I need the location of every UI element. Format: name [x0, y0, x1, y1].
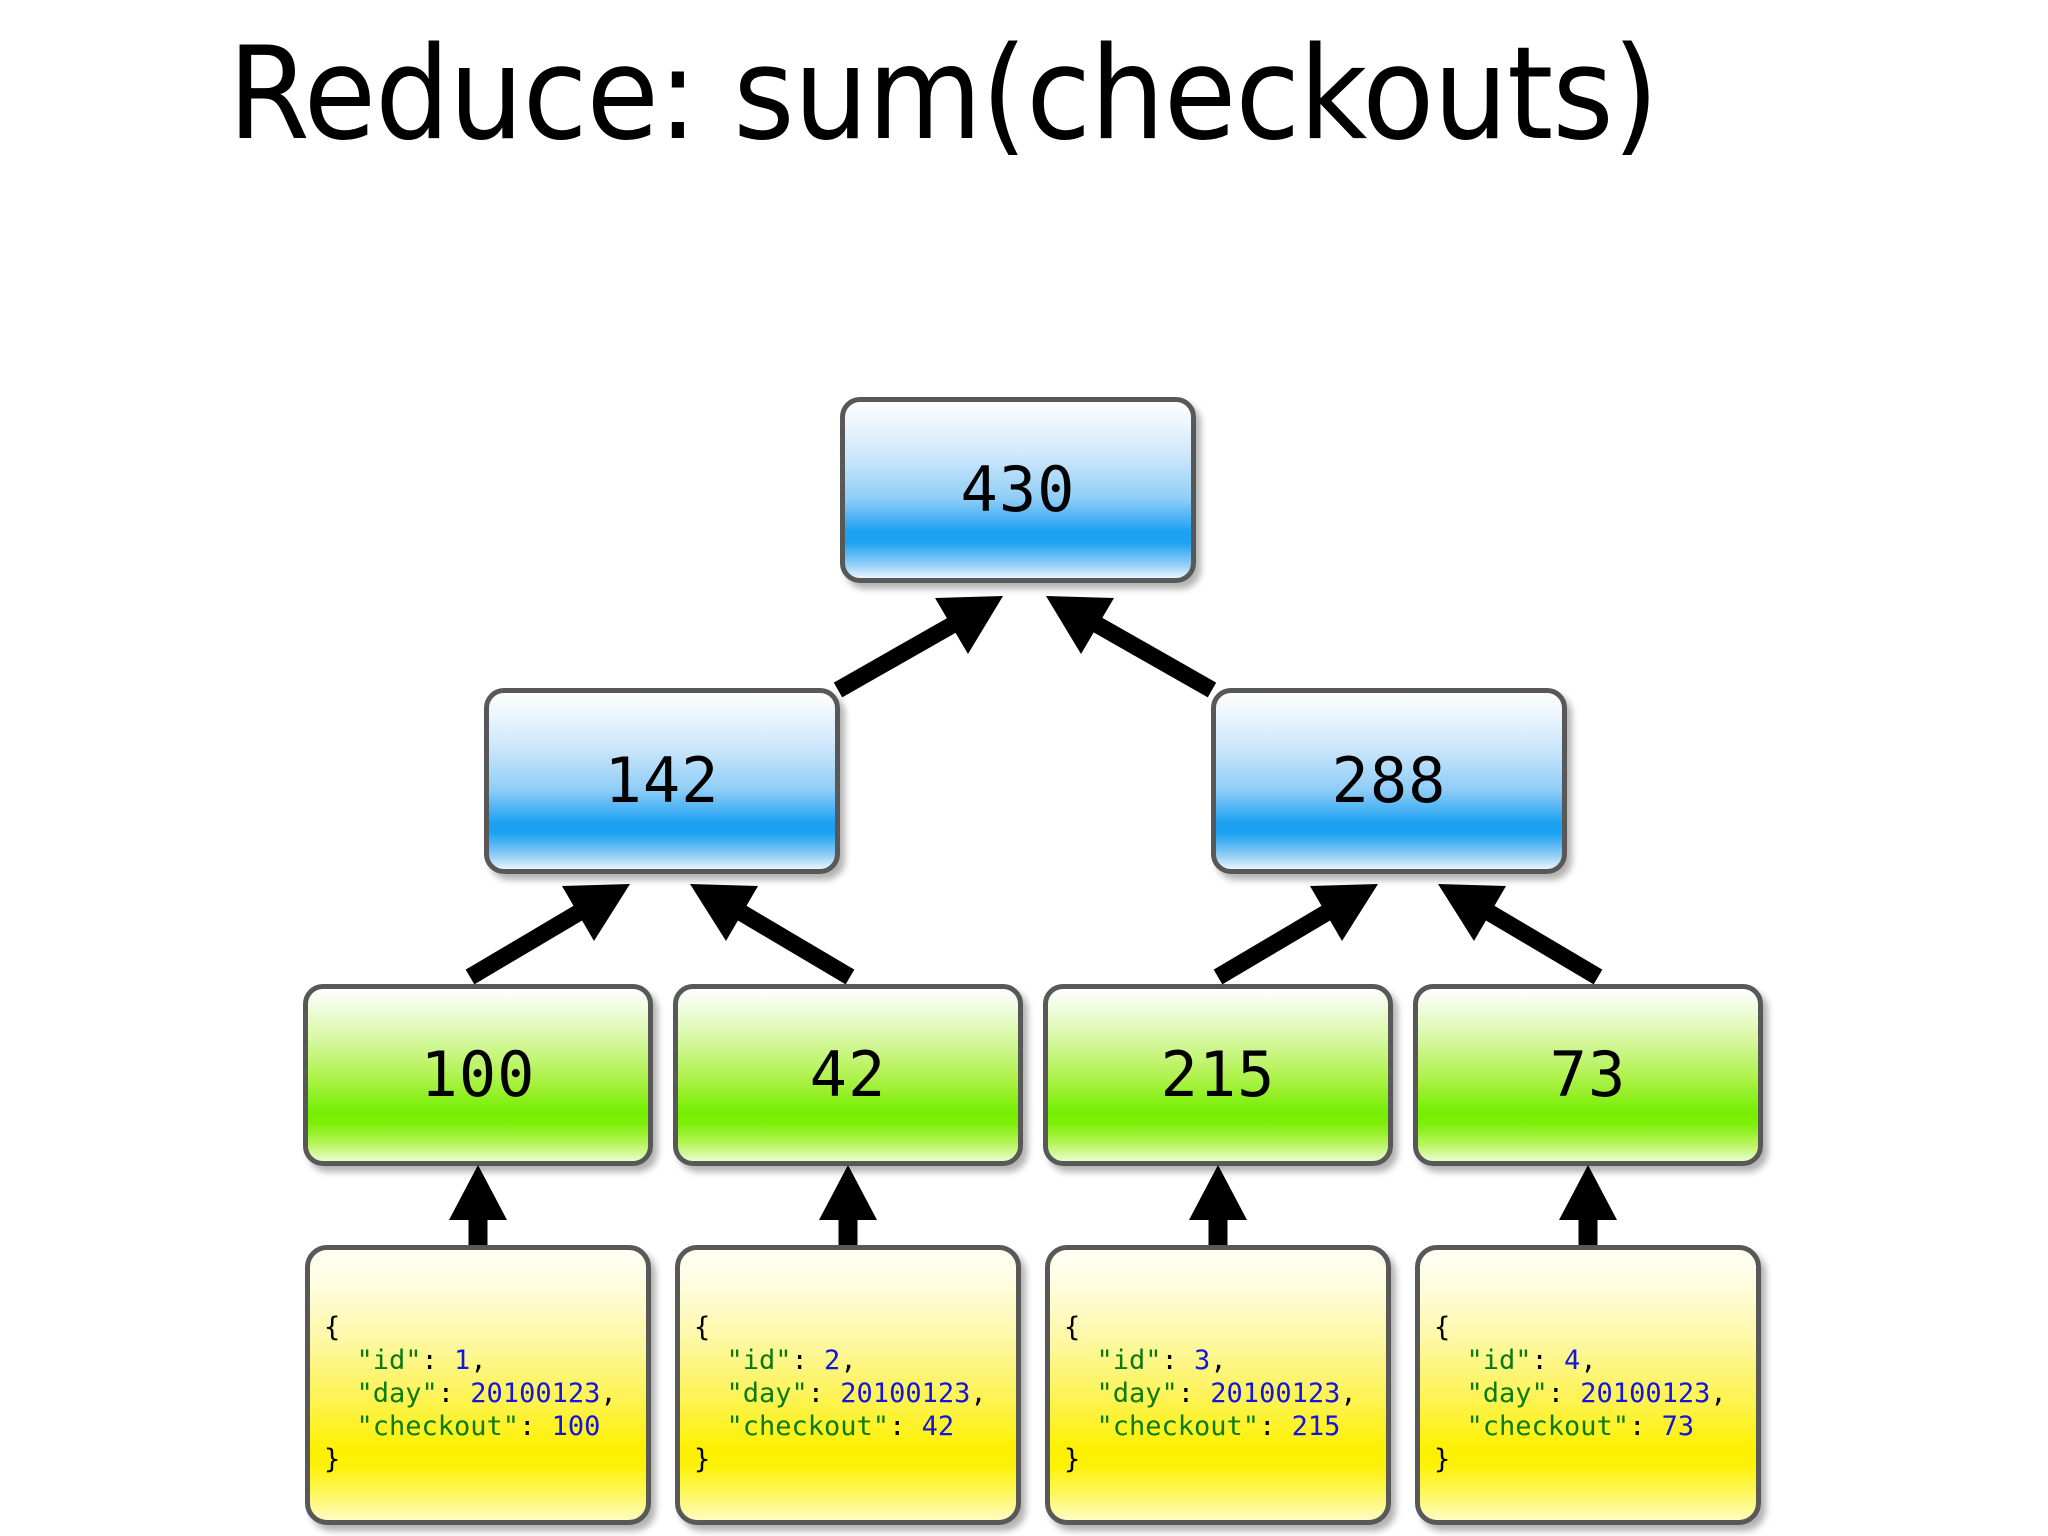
record-3-close-brace: }: [1064, 1444, 1081, 1475]
record-4-id-comma: ,: [1580, 1345, 1597, 1376]
record-1-checkout-value: 100: [551, 1411, 601, 1442]
record-2-open-brace: {: [694, 1312, 711, 1343]
record-3-checkout-key: "checkout": [1096, 1411, 1260, 1442]
arrow-73-to-288: [1438, 884, 1603, 985]
reduce-node-root-value: 430: [960, 453, 1076, 526]
record-1-day-sep: :: [437, 1378, 471, 1409]
map-node-215[interactable]: 215: [1043, 984, 1393, 1166]
record-4-day-sep: :: [1547, 1378, 1581, 1409]
record-2-close-brace: }: [694, 1444, 711, 1475]
record-2-day-key: "day": [726, 1378, 808, 1409]
record-2-day-value: 20100123: [840, 1378, 971, 1409]
record-card-2[interactable]: { "id": 2, "day": 20100123, "checkout": 42}: [675, 1245, 1021, 1525]
record-1-id-sep: :: [421, 1345, 455, 1376]
record-3-id-sep: :: [1161, 1345, 1195, 1376]
record-2-id-sep: :: [791, 1345, 825, 1376]
record-3-checkout-value: 215: [1291, 1411, 1341, 1442]
map-node-73-value: 73: [1549, 1038, 1627, 1111]
record-3-day-comma: ,: [1340, 1378, 1357, 1409]
record-1-day-key: "day": [356, 1378, 438, 1409]
record-3-open-brace: {: [1064, 1312, 1081, 1343]
record-2-checkout-value: 42: [921, 1411, 955, 1442]
arrow-record1-to-100: [449, 1165, 507, 1245]
page-title: Reduce: sum(checkouts): [228, 20, 1659, 169]
map-node-73[interactable]: 73: [1413, 984, 1763, 1166]
arrow-100-to-142: [465, 884, 630, 985]
record-2-id-value: 2: [824, 1345, 841, 1376]
record-card-1[interactable]: { "id": 1, "day": 20100123, "checkout": 100…: [305, 1245, 651, 1525]
record-2-day-sep: :: [807, 1378, 841, 1409]
record-card-4[interactable]: { "id": 4, "day": 20100123, "checkout": 73}: [1415, 1245, 1761, 1525]
record-3-checkout-sep: :: [1259, 1411, 1292, 1442]
record-card-3[interactable]: { "id": 3, "day": 20100123, "checkout": 215…: [1045, 1245, 1391, 1525]
record-4-id-sep: :: [1531, 1345, 1565, 1376]
arrow-42-to-142: [690, 884, 855, 985]
record-4-close-brace: }: [1434, 1444, 1451, 1475]
record-3-id-comma: ,: [1210, 1345, 1227, 1376]
record-3-day-value: 20100123: [1210, 1378, 1341, 1409]
record-json-3: { "id": 3, "day": 20100123, "checkout": 215…: [1050, 1250, 1357, 1520]
reduce-node-288-value: 288: [1331, 744, 1447, 817]
arrow-288-to-430: [1046, 596, 1217, 698]
map-node-42-value: 42: [809, 1038, 887, 1111]
record-3-id-value: 3: [1194, 1345, 1211, 1376]
record-1-id-comma: ,: [470, 1345, 487, 1376]
map-node-100[interactable]: 100: [303, 984, 653, 1166]
record-1-day-comma: ,: [600, 1378, 617, 1409]
record-json-1: { "id": 1, "day": 20100123, "checkout": 100…: [310, 1250, 617, 1520]
record-1-checkout-key: "checkout": [356, 1411, 520, 1442]
record-4-day-value: 20100123: [1580, 1378, 1711, 1409]
reduce-node-142[interactable]: 142: [484, 688, 840, 874]
record-2-checkout-key: "checkout": [726, 1411, 890, 1442]
record-4-day-key: "day": [1466, 1378, 1548, 1409]
reduce-node-142-value: 142: [604, 744, 720, 817]
record-1-id-key: "id": [356, 1345, 422, 1376]
record-1-close-brace: }: [324, 1444, 341, 1475]
record-2-checkout-sep: :: [889, 1411, 922, 1442]
record-4-checkout-sep: :: [1629, 1411, 1662, 1442]
record-4-id-value: 4: [1564, 1345, 1581, 1376]
arrow-record4-to-73: [1559, 1165, 1617, 1245]
record-1-checkout-sep: :: [519, 1411, 552, 1442]
record-1-id-value: 1: [454, 1345, 471, 1376]
record-4-id-key: "id": [1466, 1345, 1532, 1376]
record-2-day-comma: ,: [970, 1378, 987, 1409]
map-node-42[interactable]: 42: [673, 984, 1023, 1166]
reduce-node-288[interactable]: 288: [1211, 688, 1567, 874]
record-3-id-key: "id": [1096, 1345, 1162, 1376]
record-4-open-brace: {: [1434, 1312, 1451, 1343]
record-1-open-brace: {: [324, 1312, 341, 1343]
record-json-2: { "id": 2, "day": 20100123, "checkout": 42}: [680, 1250, 987, 1520]
record-2-id-key: "id": [726, 1345, 792, 1376]
record-4-checkout-value: 73: [1661, 1411, 1695, 1442]
record-3-day-sep: :: [1177, 1378, 1211, 1409]
arrow-record3-to-215: [1189, 1165, 1247, 1245]
map-node-215-value: 215: [1160, 1038, 1276, 1111]
record-json-4: { "id": 4, "day": 20100123, "checkout": 73}: [1420, 1250, 1727, 1520]
record-4-day-comma: ,: [1710, 1378, 1727, 1409]
arrow-215-to-288: [1213, 884, 1378, 985]
arrow-142-to-430: [833, 596, 1003, 698]
record-3-day-key: "day": [1096, 1378, 1178, 1409]
map-node-100-value: 100: [420, 1038, 536, 1111]
record-2-id-comma: ,: [840, 1345, 857, 1376]
record-4-checkout-key: "checkout": [1466, 1411, 1630, 1442]
reduce-node-root[interactable]: 430: [840, 397, 1196, 583]
arrow-record2-to-42: [819, 1165, 877, 1245]
record-1-day-value: 20100123: [470, 1378, 601, 1409]
